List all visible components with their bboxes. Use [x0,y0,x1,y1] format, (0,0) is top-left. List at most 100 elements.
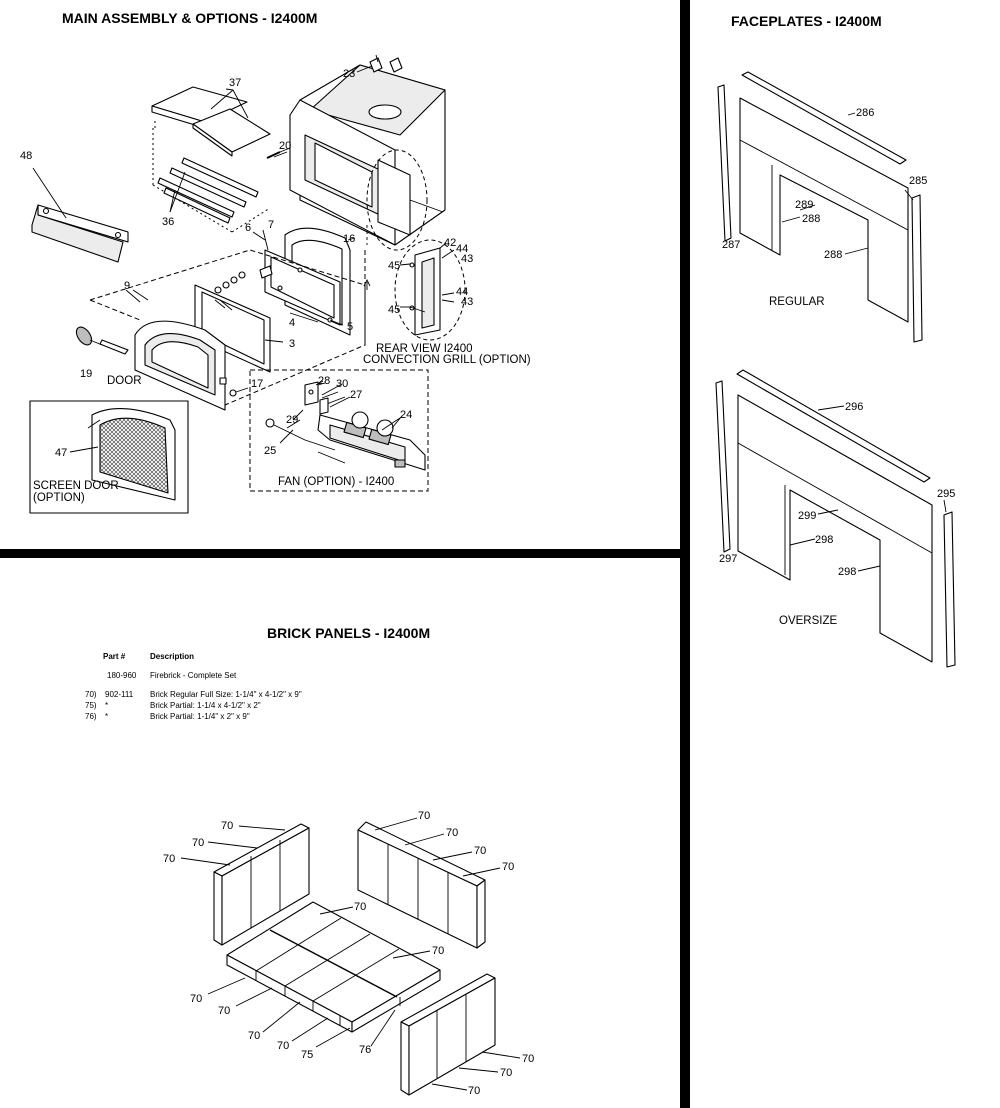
label-16: 16 [343,233,355,245]
table-row-4-desc: Brick Partial: 1-1/4" x 2" x 9" [150,712,250,721]
label-27: 27 [350,389,362,401]
label-28: 28 [318,375,330,387]
label-298b: 298 [838,566,856,578]
label-48: 48 [20,150,32,162]
table-row-4-part: * [105,712,108,721]
brick-label-75: 75 [301,1049,313,1061]
part-48-bracket [31,167,129,263]
brick-label-12: 70 [248,1030,260,1042]
horizontal-divider [0,549,680,558]
caption-oversize: OVERSIZE [779,615,837,627]
label-287: 287 [722,239,740,251]
label-36: 36 [162,216,174,228]
brick-label-16: 70 [468,1085,480,1097]
label-23: 23 [343,68,355,80]
label-30: 30 [336,378,348,390]
caption-screen-door-option: (OPTION) [33,492,85,504]
label-6: 6 [245,222,251,234]
label-288a: 288 [802,213,820,225]
part-25-power-cord [265,409,346,464]
brick-label-13: 70 [277,1040,289,1052]
faceplates-title: FACEPLATES - I2400M [731,13,882,29]
label-7: 7 [268,219,274,231]
label-47: 47 [55,447,67,459]
table-header-description: Description [150,652,194,661]
label-9: 9 [124,280,130,292]
main-assembly-diagram [29,54,466,514]
label-24: 24 [400,409,412,421]
table-row-1-part: 180-960 [107,671,137,680]
table-row-2-ref: 70) [85,690,97,699]
stove-body [289,64,446,251]
label-298a: 298 [815,534,833,546]
part-28-29-27-30-fan-hardware [304,381,346,415]
faceplate-oversize-diagram [715,369,956,668]
brick-label-6: 70 [474,845,486,857]
brick-label-3: 70 [163,853,175,865]
label-297: 297 [719,553,737,565]
part-3-glass [194,284,271,373]
label-44b: 44 [456,286,468,298]
brick-label-9: 70 [432,945,444,957]
brick-label-5: 70 [446,827,458,839]
label-295: 295 [937,488,955,500]
caption-rear-view: REAR VIEW I2400 [376,343,473,355]
label-4: 4 [289,317,295,329]
door-front [75,320,226,411]
brick-label-15: 70 [500,1067,512,1079]
caption-regular: REGULAR [769,296,825,308]
label-45b: 45 [388,304,400,316]
part-24-fan [317,411,426,471]
faceplate-regular-diagram [717,71,923,343]
table-header-part: Part # [103,652,126,661]
table-row-3-desc: Brick Partial: 1-1/4 x 4-1/2" x 2" [150,701,261,710]
part-17-latch [219,377,249,397]
main-assembly-title: MAIN ASSEMBLY & OPTIONS - I2400M [62,10,317,26]
label-44a: 44 [456,243,468,255]
label-289: 289 [795,199,813,211]
label-20: 20 [279,140,291,152]
label-19: 19 [80,368,92,380]
label-42: 42 [444,237,456,249]
convection-grill-rear-view [394,239,466,341]
label-17: 17 [251,378,263,390]
part-23-fasteners [356,54,403,73]
caption-screen-door: SCREEN DOOR [33,480,119,492]
table-row-4-ref: 76) [85,712,97,721]
brick-label-8: 70 [354,901,366,913]
part-7-glass-frame [252,229,341,326]
part-20-screw [266,147,291,159]
vertical-divider [680,0,690,1108]
brick-label-10: 70 [190,993,202,1005]
label-43a: 43 [461,253,473,265]
door-hardware [214,265,273,294]
brick-label-76: 76 [359,1044,371,1056]
label-43b: 43 [461,296,473,308]
table-row-2-part: 902-111 [105,690,134,699]
table-row-3-ref: 75) [85,701,97,710]
table-row-1-desc: Firebrick - Complete Set [150,671,237,680]
brick-label-2: 70 [192,837,204,849]
caption-fan: FAN (OPTION) - I2400 [278,476,394,488]
brick-panels-title: BRICK PANELS - I2400M [267,625,430,641]
label-285: 285 [909,175,927,187]
label-45a: 45 [388,260,400,272]
brick-label-4: 70 [418,810,430,822]
brick-panels-diagram [180,817,521,1096]
part-47-screen-door [69,408,176,501]
fan-option-box [249,369,429,492]
label-5: 5 [347,321,353,333]
label-37: 37 [229,77,241,89]
brick-label-7: 70 [502,861,514,873]
table-row-2-desc: Brick Regular Full Size: 1-1/4" x 4-1/2"… [150,690,302,699]
brick-label-1: 70 [221,820,233,832]
table-row-3-part: * [105,701,108,710]
label-25: 25 [264,445,276,457]
brick-label-14: 70 [522,1053,534,1065]
part-36-tubes [157,157,259,224]
label-286: 286 [856,107,874,119]
caption-convection-grill: CONVECTION GRILL (OPTION) [363,354,531,366]
brick-parts-table: Part # Description 180-960 Firebrick - C… [85,652,302,721]
caption-door: DOOR [107,375,142,387]
